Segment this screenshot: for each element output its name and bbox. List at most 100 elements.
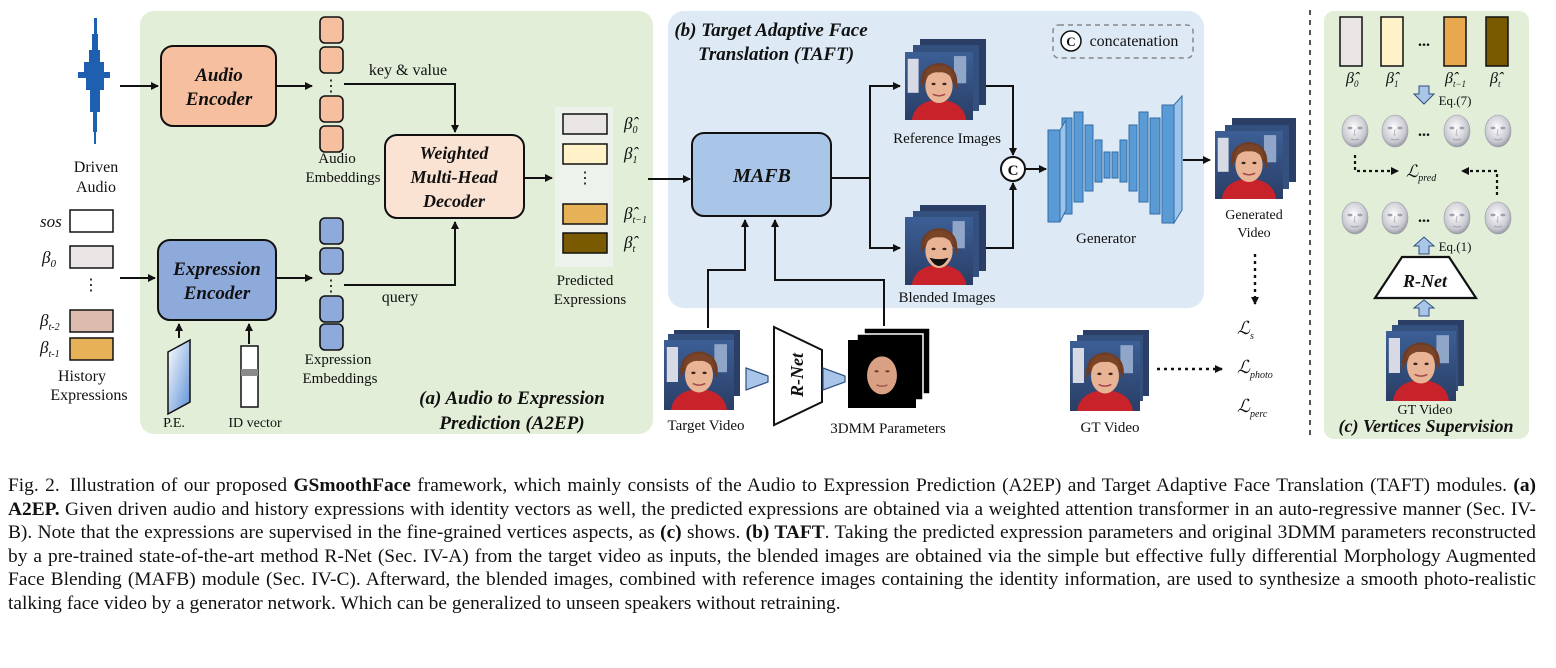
- mafb-label: MAFB: [732, 165, 791, 187]
- caption-bold-4: (b) TAFT: [745, 522, 825, 544]
- driven-audio-label: Driven: [74, 159, 118, 176]
- decoder-label-2: Multi-Head: [409, 167, 498, 187]
- audio-encoder-label-2: Encoder: [185, 89, 253, 110]
- arrow-target-to-mafb: [707, 219, 749, 290]
- expression-embeddings-stack: [319, 217, 344, 351]
- beta0-token: [69, 245, 114, 269]
- panel-b-title-2: Translation (TAFT): [698, 44, 854, 65]
- arrow-3dmm-to-mafb: [771, 219, 885, 326]
- audio-embeddings-stack: [319, 16, 344, 153]
- mesh-head-icon: [1341, 114, 1369, 148]
- c-beta-t-token: [1485, 16, 1509, 67]
- audio-embeddings-label-2: Embeddings: [306, 170, 381, 186]
- reference-images-label: Reference Images: [893, 131, 1001, 147]
- pred-beta1-token: [562, 143, 608, 165]
- c-ellipsis-top: ...: [1418, 33, 1430, 50]
- id-vector-icon: [240, 345, 259, 408]
- expression-encoder-label: Expression: [172, 259, 261, 280]
- c-gt-video-label: GT Video: [1397, 403, 1452, 418]
- caption-bold-2: (a) A2EP.: [8, 475, 1536, 520]
- gt-video-stack: [1070, 330, 1149, 411]
- loss-perc: ℒperc: [1237, 396, 1268, 420]
- blended-images-stack: [905, 205, 986, 285]
- c-beta1-token: [1380, 16, 1404, 67]
- beta-t2-subscript: t-2: [48, 322, 59, 333]
- arrow-reference-to-concat: [986, 85, 1017, 156]
- id-vector-mark: [241, 369, 258, 376]
- caption-bold-1: GSmoothFace: [293, 475, 411, 496]
- generator-network-icon: [1047, 94, 1183, 225]
- sos-token: [69, 209, 114, 233]
- panel-b-background: [668, 11, 1204, 308]
- caption-fig-label: Fig. 2.: [8, 475, 60, 496]
- loss-s-symbol: ℒ: [1237, 318, 1251, 338]
- beta-t2-symbol: β: [39, 311, 49, 330]
- generated-video-stack: [1215, 118, 1296, 199]
- eq7-down-arrow: [1412, 85, 1436, 105]
- arrow-gt-mesh-to-loss: [1461, 167, 1499, 195]
- caption-bold-3: (c): [660, 522, 682, 544]
- pred-beta-t1-token: [562, 203, 608, 225]
- arrow-mafb-to-blended: [869, 178, 901, 252]
- positional-encoding-icon: [167, 338, 191, 416]
- c-rnet-trapezoid: [1372, 255, 1479, 300]
- predicted-expressions-label-2: Expressions: [554, 292, 627, 308]
- pred-beta0-token: [562, 113, 608, 135]
- framework-diagram: Driven Audio Audio Encoder ⋮ Audio Embed…: [39, 10, 1529, 440]
- panel-b-title: (b) Target Adaptive Face: [674, 20, 868, 41]
- sos-label: sos: [40, 212, 62, 231]
- arrow-pred-mesh-to-loss: [1353, 155, 1399, 175]
- 3dmm-params-stack: [848, 327, 931, 408]
- audio-encoder-label: Audio: [194, 65, 243, 86]
- id-vector-label: ID vector: [228, 416, 282, 431]
- arrow-mafb-to-reference: [831, 82, 901, 179]
- reference-images-stack: [905, 39, 986, 120]
- block-arrow-to-3dmm: [822, 367, 846, 391]
- expression-embeddings-label: Expression: [305, 352, 372, 368]
- gt-video-label: GT Video: [1081, 420, 1140, 436]
- beta0-subscript: 0: [50, 258, 56, 270]
- target-video-label: Target Video: [667, 418, 744, 434]
- history-dots: ⋮: [83, 277, 99, 294]
- query-label: query: [382, 289, 418, 306]
- mesh-head-icon: [1484, 114, 1512, 148]
- figure-caption: Fig. 2.Illustration of our proposed GSmo…: [8, 474, 1536, 616]
- caption-text-3: Given driven audio and history expressio…: [8, 498, 1536, 544]
- beta-t2-label: βt-2: [39, 311, 60, 333]
- expression-encoder-box: [157, 239, 277, 321]
- pe-label: P.E.: [163, 416, 185, 431]
- audio-embeddings-dots: ⋮: [323, 78, 339, 95]
- audio-embeddings-label: Audio: [318, 151, 356, 167]
- eq1-label: Eq.(1): [1439, 239, 1472, 254]
- decoder-label-3: Decoder: [422, 191, 486, 211]
- mesh-head-icon: [1381, 201, 1409, 235]
- generated-video-label: Generated: [1225, 208, 1283, 223]
- c-ellipsis-mid: ...: [1418, 123, 1430, 140]
- concatenation-label: concatenation: [1090, 33, 1179, 50]
- mesh-head-icon: [1381, 114, 1409, 148]
- target-video-stack: [664, 330, 740, 410]
- expression-encoder-label-2: Encoder: [183, 283, 251, 304]
- concat-legend-symbol: C: [1066, 34, 1075, 49]
- key-value-label: key & value: [369, 62, 447, 79]
- history-expressions-label: History: [58, 368, 106, 385]
- driven-audio-label-2: Audio: [76, 179, 116, 196]
- arrow-query: [344, 221, 459, 286]
- loss-photo: ℒphoto: [1237, 357, 1273, 381]
- beta-t1-symbol: β: [39, 338, 49, 357]
- expression-embeddings-dots: ⋮: [323, 278, 339, 295]
- mesh-head-icon: [1341, 201, 1369, 235]
- c-beta0-token: [1339, 16, 1363, 67]
- mesh-head-icon: [1443, 201, 1471, 235]
- c-rnet-label: R-Net: [1402, 271, 1448, 291]
- c-beta-t1-token: [1443, 16, 1467, 67]
- panel-a-title-2: Prediction (A2EP): [438, 413, 584, 434]
- concat-legend-icon: [1060, 30, 1082, 52]
- caption-text-5: . Taking the predicted expression parame…: [8, 522, 1536, 614]
- rnet-trapezoid: [773, 325, 823, 427]
- c-up-arrow-to-rnet: [1412, 299, 1436, 317]
- blended-images-label: Blended Images: [898, 290, 995, 306]
- audio-waveform-icon: [78, 18, 110, 144]
- eq1-up-arrow: [1412, 236, 1436, 255]
- loss-photo-subscript: photo: [1249, 370, 1273, 381]
